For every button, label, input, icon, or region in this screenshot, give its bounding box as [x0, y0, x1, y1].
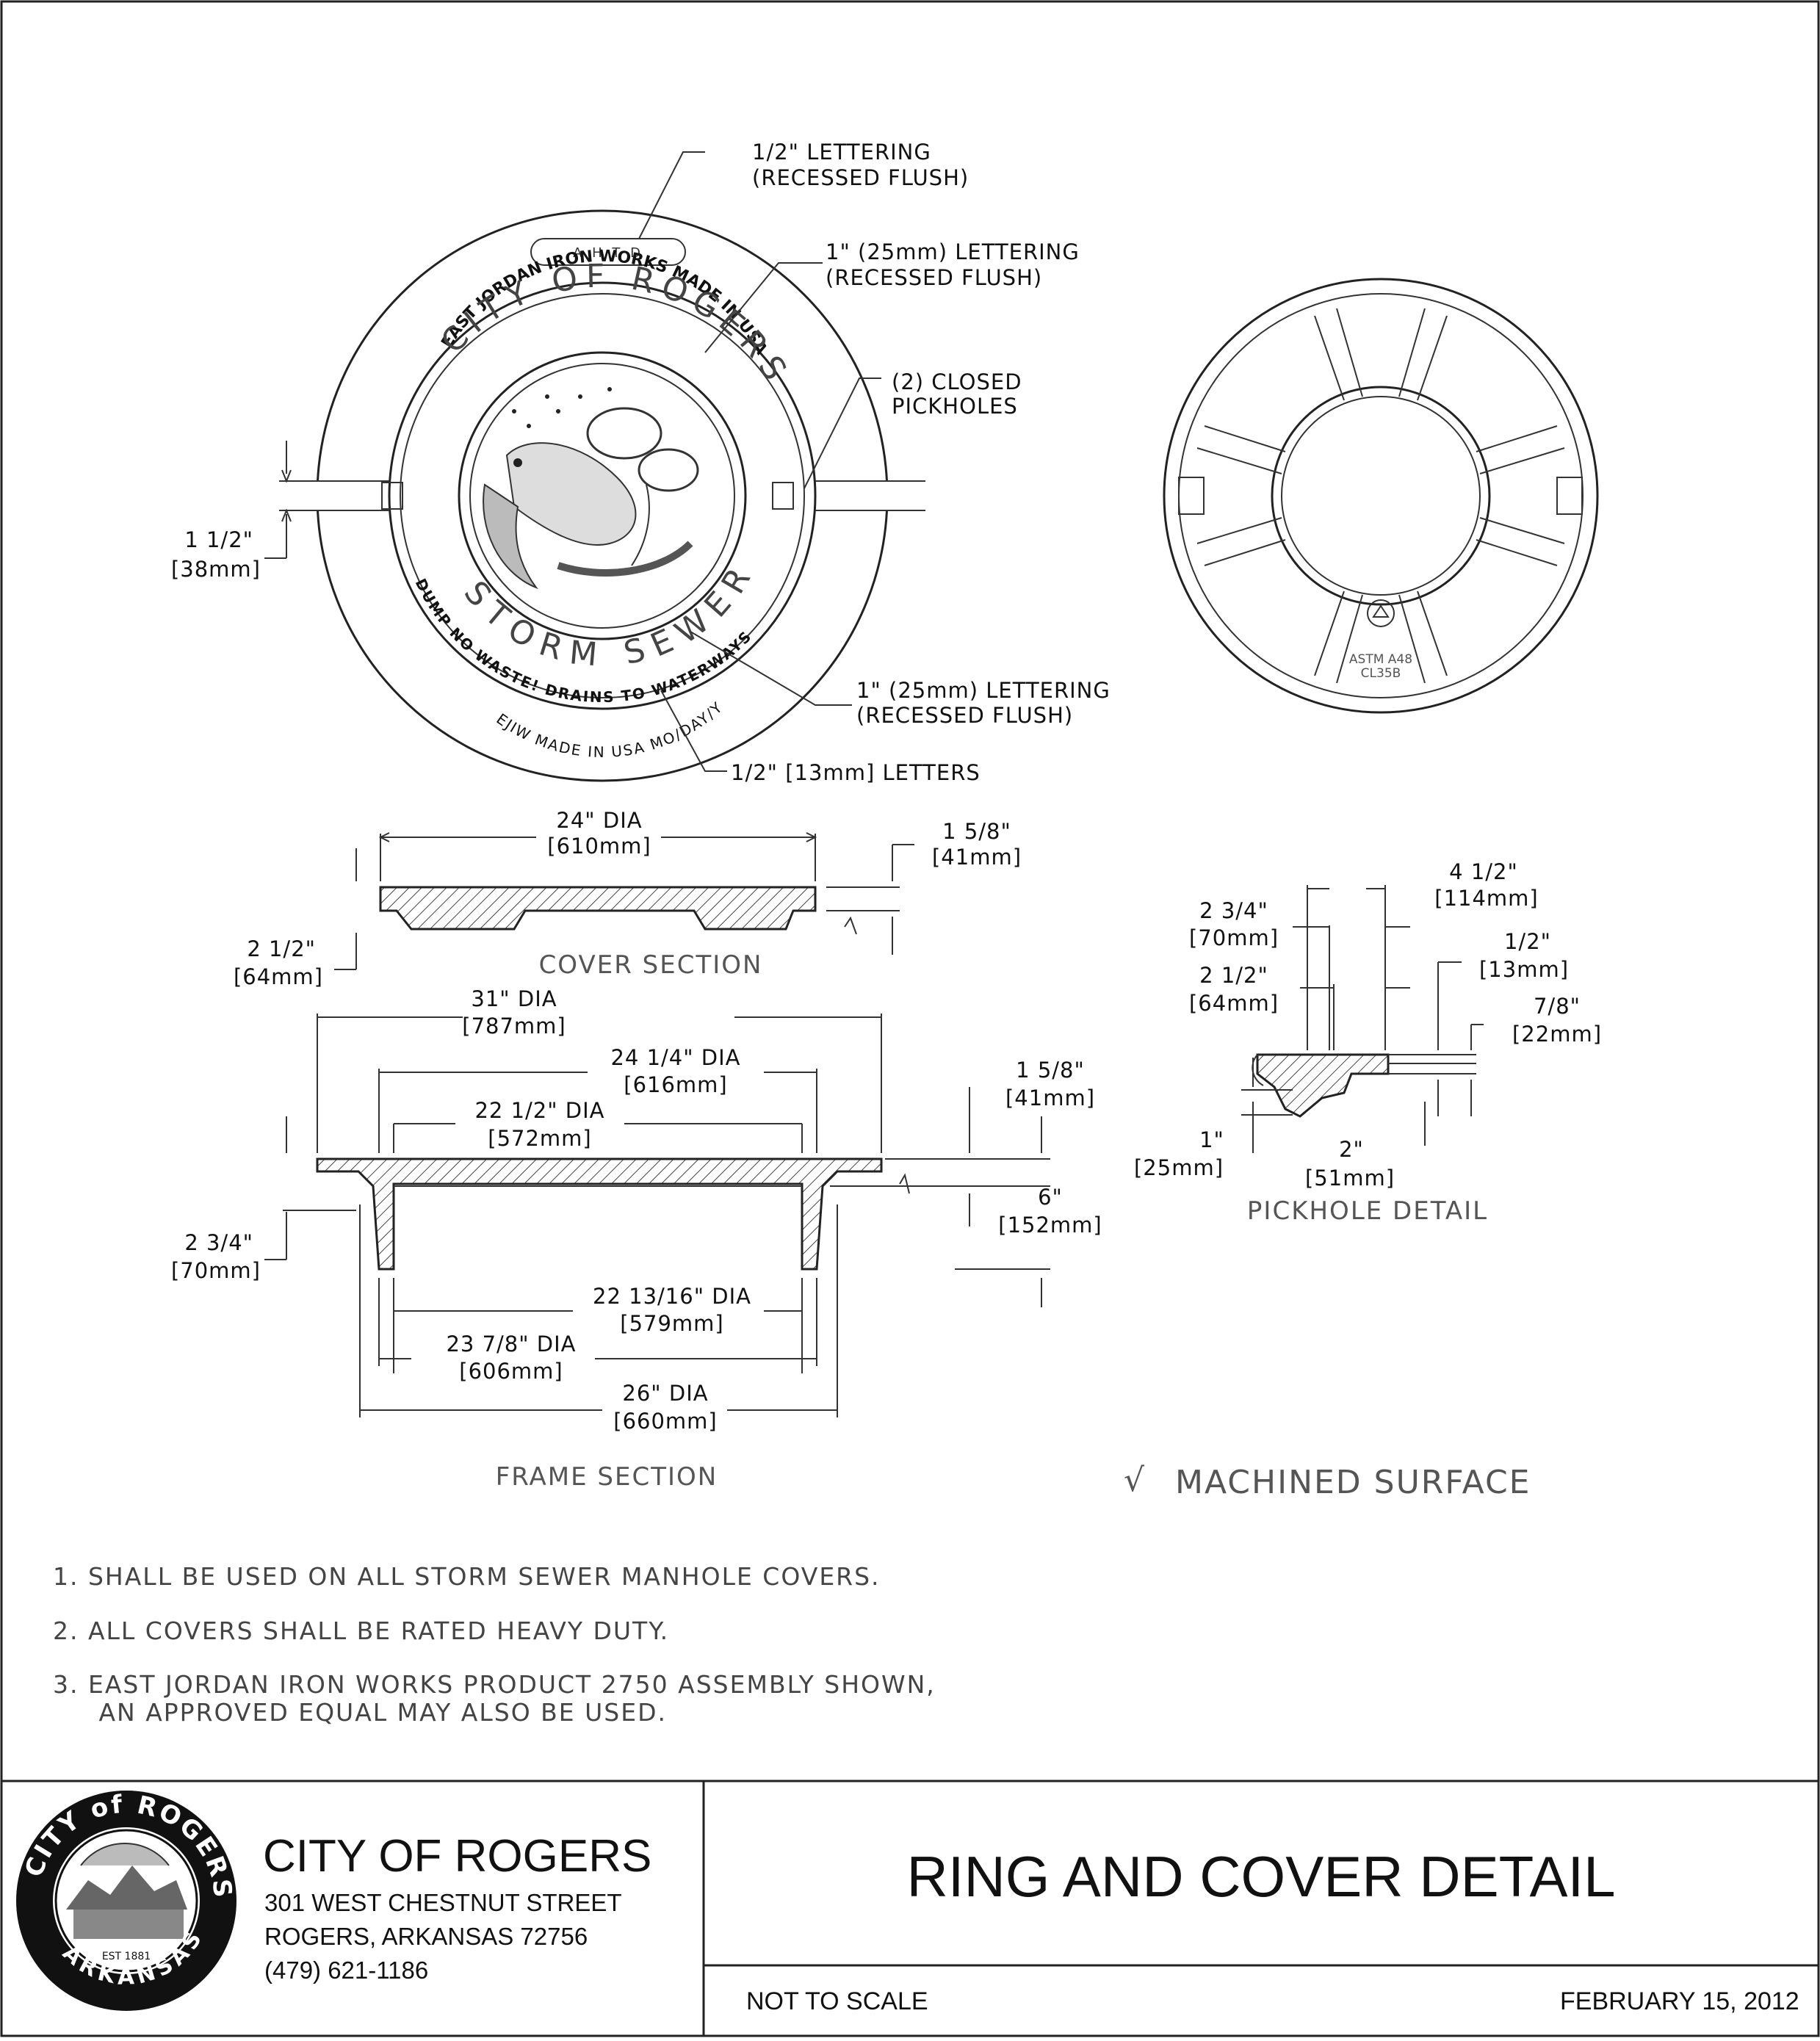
callout-1in-top-2: (RECESSED FLUSH) [826, 265, 1042, 290]
ahtd-text: A H T D [573, 245, 643, 261]
cover-underside-view [1163, 278, 1599, 714]
org-address-1: 301 WEST CHESTNUT STREET [264, 1889, 622, 1916]
cover-section-drawing [334, 832, 914, 970]
pick-2q-in: 2 3/4" [1199, 898, 1268, 923]
pick-4h-mm: [114mm] [1434, 886, 1538, 911]
frame-22h-in: 22 1/2" DIA [474, 1098, 604, 1123]
pick-2h-in: 2 1/2" [1199, 963, 1268, 988]
cover-height-in: 1 5/8" [942, 819, 1011, 844]
pickhole-right [772, 482, 794, 510]
note-1: 1. SHALL BE USED ON ALL STORM SEWER MANH… [53, 1562, 881, 1591]
machined-surface-label: MACHINED SURFACE [1175, 1464, 1531, 1501]
drawing-date: FEBRUARY 15, 2012 [1560, 1987, 1799, 2015]
frame-23-7-in: 23 7/8" DIA [446, 1332, 576, 1357]
frame-flange-in: 1 5/8" [1016, 1058, 1085, 1083]
svg-text:EST 1881: EST 1881 [102, 1951, 151, 1962]
scale-note: NOT TO SCALE [746, 1987, 928, 2015]
frame-left-in: 2 3/4" [184, 1230, 253, 1255]
material-astm: ASTM A48 [1349, 652, 1412, 667]
frame-23-7-mm: [606mm] [459, 1359, 563, 1384]
pick-2-mm: [51mm] [1305, 1166, 1395, 1191]
city-seal: CITY of ROGERS ARKANSAS EST 1881 [16, 1790, 236, 2011]
callout-1in-top-1: 1" (25mm) LETTERING [826, 239, 1080, 264]
callout-half-letters: 1/2" [13mm] LETTERS [731, 760, 981, 785]
frame-flange-mm: [41mm] [1005, 1085, 1095, 1110]
pick-half-mm: [13mm] [1479, 957, 1569, 982]
pickhole-left [381, 482, 403, 510]
frame-22-13-in: 22 13/16" DIA [593, 1284, 751, 1309]
pick-2q-mm: [70mm] [1189, 925, 1279, 950]
ahtd-plate [530, 238, 686, 266]
note-3: 3. EAST JORDAN IRON WORKS PRODUCT 2750 A… [53, 1670, 936, 1699]
pick-half-in: 1/2" [1504, 929, 1551, 954]
pick-2-in: 2" [1339, 1137, 1364, 1162]
note-2: 2. ALL COVERS SHALL BE RATED HEAVY DUTY. [53, 1616, 669, 1645]
cover-section-caption: COVER SECTION [539, 950, 763, 980]
cover-dia-mm: [610mm] [547, 834, 651, 859]
cover-plan-view: A H T D EAST JORDAN IRON WORKS MADE IN U… [0, 0, 925, 782]
frame-6-in: 6" [1038, 1185, 1063, 1210]
pick-2h-mm: [64mm] [1189, 991, 1279, 1016]
title-block [1, 1780, 1819, 2036]
city-ring-text: CITY OF ROGERS [434, 258, 798, 394]
cover-height-mm: [41mm] [932, 845, 1022, 870]
frame-31-in: 31" DIA [471, 986, 557, 1011]
callout-pickholes-2: PICKHOLES [892, 394, 1018, 419]
org-address-2: ROGERS, ARKANSAS 72756 [264, 1923, 588, 1950]
pickhole-detail-drawing [1241, 885, 1484, 1153]
dim-1-5-mm: [38mm] [171, 557, 261, 582]
frame-31-mm: [787mm] [462, 1014, 566, 1038]
org-name: CITY OF ROGERS [263, 1831, 652, 1882]
pick-1-in: 1" [1199, 1127, 1224, 1152]
material-class: CL35B [1361, 666, 1401, 681]
pickhole-caption: PICKHOLE DETAIL [1247, 1196, 1488, 1226]
callout-half-lettering-2: (RECESSED FLUSH) [752, 165, 969, 190]
org-phone: (479) 621-1186 [264, 1957, 429, 1984]
frame-left-mm: [70mm] [171, 1258, 261, 1283]
frame-24q-mm: [616mm] [624, 1072, 727, 1097]
pick-4h-in: 4 1/2" [1449, 859, 1518, 884]
frame-section-drawing [264, 1014, 1050, 1417]
frame-26-mm: [660mm] [613, 1409, 717, 1434]
dim-1-5-in: 1 1/2" [184, 527, 253, 552]
cover-left-mm: [64mm] [234, 964, 323, 989]
pick-1-mm: [25mm] [1134, 1155, 1224, 1180]
frame-22-13-mm: [579mm] [620, 1311, 723, 1336]
frame-22h-mm: [572mm] [488, 1126, 591, 1151]
cover-left-in: 2 1/2" [247, 936, 316, 961]
bass-artwork [483, 387, 699, 590]
cover-dia-in: 24" DIA [556, 808, 642, 833]
drawing-title: RING AND COVER DETAIL [906, 1844, 1616, 1909]
machined-surface-symbol: √ [1124, 1462, 1145, 1499]
frame-24q-in: 24 1/4" DIA [610, 1045, 740, 1070]
callout-1in-bottom-1: 1" (25mm) LETTERING [856, 678, 1111, 703]
frame-6-mm: [152mm] [998, 1213, 1102, 1238]
callout-half-lettering-1: 1/2" LETTERING [752, 140, 931, 165]
frame-26-in: 26" DIA [622, 1381, 708, 1406]
note-3-cont: AN APPROVED EQUAL MAY ALSO BE USED. [53, 1698, 667, 1727]
pick-7-8-mm: [22mm] [1512, 1022, 1602, 1047]
frame-section-caption: FRAME SECTION [496, 1462, 718, 1492]
callout-1in-bottom-2: (RECESSED FLUSH) [856, 703, 1073, 728]
callout-pickholes-1: (2) CLOSED [892, 369, 1022, 394]
pick-7-8-in: 7/8" [1534, 994, 1581, 1019]
